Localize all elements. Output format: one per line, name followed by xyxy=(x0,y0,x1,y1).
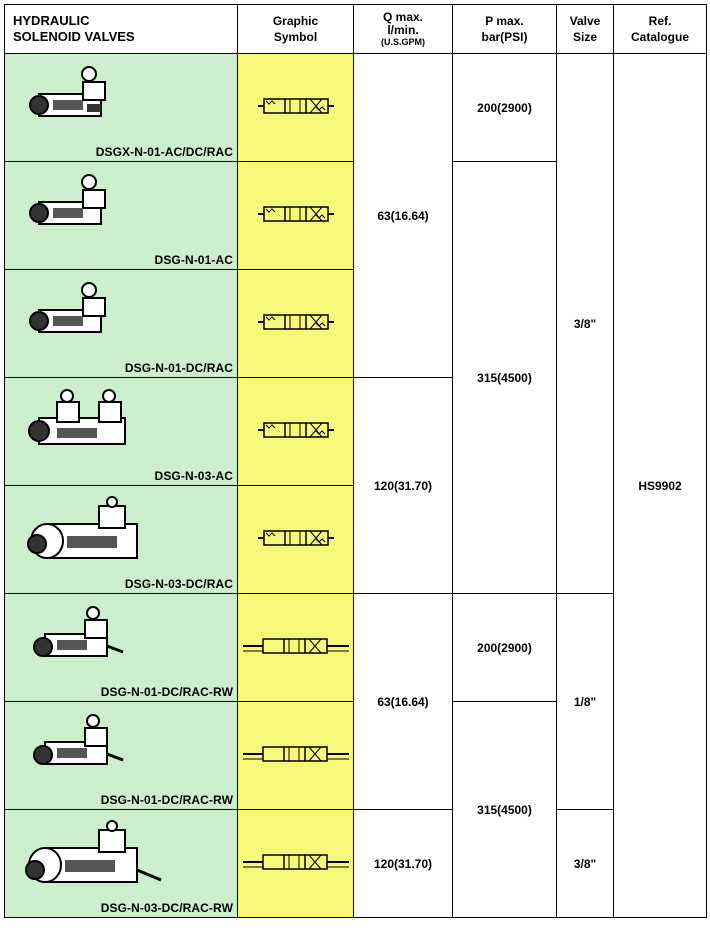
table-row: DSGX-N-01-AC/DC/RAC 63(16.64) 200(2900) … xyxy=(4,53,707,918)
solenoid-valve-icon xyxy=(27,496,138,559)
solenoid-valve-icon xyxy=(28,389,126,445)
valve-image-cell: DSGX-N-01-AC/DC/RAC xyxy=(4,53,238,162)
graphic-symbol-cell xyxy=(237,53,354,162)
graphic-symbol-cell xyxy=(237,269,354,378)
model-name: DSG-N-01-DC/RAC-RW xyxy=(100,685,233,699)
model-name: DSG-N-03-DC/RAC-RW xyxy=(100,901,233,915)
valve-image-cell: DSG-N-03-AC xyxy=(4,377,238,486)
solenoid-valve-icon xyxy=(33,606,124,657)
header-q-max: Q max.l/min. (U.S.GPM) xyxy=(353,4,453,54)
ref-catalogue-cell: HS9902 xyxy=(613,53,707,918)
q-max-cell: 63(16.64) xyxy=(353,593,453,810)
graphic-symbol-cell xyxy=(237,161,354,270)
header-p-max: P max.bar(PSI) xyxy=(452,4,557,54)
valve-image-cell: DSG-N-03-DC/RAC-RW xyxy=(4,809,238,918)
valve-graphic-symbol-icon xyxy=(257,206,334,222)
q-max-cell: 120(31.70) xyxy=(353,809,453,918)
valve-image-cell: DSG-N-03-DC/RAC xyxy=(4,485,238,594)
valve-size-cell: 1/8" xyxy=(556,593,614,810)
table-row: DSG-N-01-DC/RAC-RW 315(4500) xyxy=(4,701,707,918)
table-row: DSG-N-03-AC 120(31.70) xyxy=(4,377,707,594)
table-row: DSG-N-01-DC/RAC-RW 63(16.64) 200(2900) 1… xyxy=(4,593,707,810)
model-name: DSG-N-03-AC xyxy=(154,469,233,483)
valve-image-cell: DSG-N-01-DC/RAC xyxy=(4,269,238,378)
valve-graphic-symbol-icon xyxy=(257,422,334,438)
table-row: DSG-N-01-DC/RAC xyxy=(4,269,707,378)
header-ref-catalogue: Ref.Catalogue xyxy=(613,4,707,54)
valve-graphic-symbol-icon xyxy=(257,530,334,546)
solenoid-valve-icon xyxy=(29,66,106,117)
model-name: DSG-N-01-DC/RAC xyxy=(124,361,233,375)
model-name: DSG-N-01-DC/RAC-RW xyxy=(100,793,233,807)
p-max-cell: 200(2900) xyxy=(452,593,557,702)
valve-graphic-symbol-icon xyxy=(242,746,349,762)
valve-graphic-symbol-icon xyxy=(242,638,349,654)
q-max-cell: 63(16.64) xyxy=(353,53,453,378)
valve-size-cell: 3/8" xyxy=(556,809,614,918)
q-max-cell: 120(31.70) xyxy=(353,377,453,594)
p-max-cell: 315(4500) xyxy=(452,161,557,594)
solenoid-valve-icon xyxy=(29,282,106,333)
valve-size-cell: 3/8" xyxy=(556,53,614,594)
solenoid-valve-icon xyxy=(29,174,106,225)
valve-image-cell: DSG-N-01-AC xyxy=(4,161,238,270)
graphic-symbol-cell xyxy=(237,593,354,702)
model-name: DSG-N-03-DC/RAC xyxy=(124,577,233,591)
model-name: DSG-N-01-AC xyxy=(154,253,233,267)
p-max-cell: 315(4500) xyxy=(452,701,557,918)
table-row: DSG-N-03-DC/RAC xyxy=(4,485,707,594)
table-row: DSG-N-01-AC 315(4500) xyxy=(4,161,707,594)
valve-graphic-symbol-icon xyxy=(242,854,349,870)
graphic-symbol-cell xyxy=(237,701,354,810)
model-name: DSGX-N-01-AC/DC/RAC xyxy=(95,145,233,159)
valve-image-cell: DSG-N-01-DC/RAC-RW xyxy=(4,701,238,810)
valve-graphic-symbol-icon xyxy=(257,98,334,114)
valve-graphic-symbol-icon xyxy=(257,314,334,330)
solenoid-valve-icon xyxy=(25,820,162,883)
graphic-symbol-cell xyxy=(237,377,354,486)
graphic-symbol-cell xyxy=(237,485,354,594)
p-max-cell: 200(2900) xyxy=(452,53,557,162)
valve-image-cell: DSG-N-01-DC/RAC-RW xyxy=(4,593,238,702)
solenoid-valve-icon xyxy=(33,714,124,765)
graphic-symbol-cell xyxy=(237,809,354,918)
table-row: DSG-N-03-DC/RAC-RW 120(31.70) 3/8" xyxy=(4,809,707,918)
